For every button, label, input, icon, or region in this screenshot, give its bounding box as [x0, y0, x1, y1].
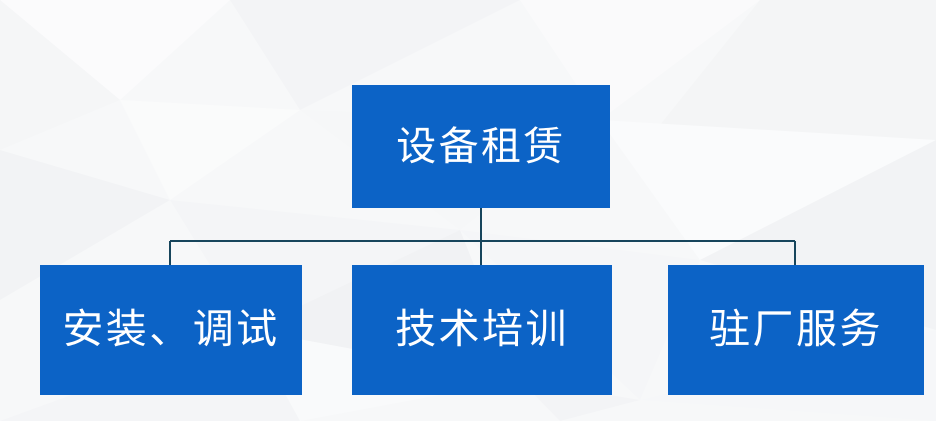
node-label-child-2: 驻厂服务: [709, 305, 883, 354]
node-technical-training[interactable]: 技术培训: [352, 265, 612, 395]
node-label-child-0: 安装、调试: [62, 305, 280, 354]
node-installation-debugging[interactable]: 安装、调试: [40, 265, 302, 395]
node-label-root: 设备租赁: [396, 123, 566, 170]
node-on-site-factory-service[interactable]: 驻厂服务: [668, 265, 924, 395]
node-label-child-1: 技术培训: [395, 305, 569, 354]
node-equipment-rental[interactable]: 设备租赁: [352, 85, 610, 208]
